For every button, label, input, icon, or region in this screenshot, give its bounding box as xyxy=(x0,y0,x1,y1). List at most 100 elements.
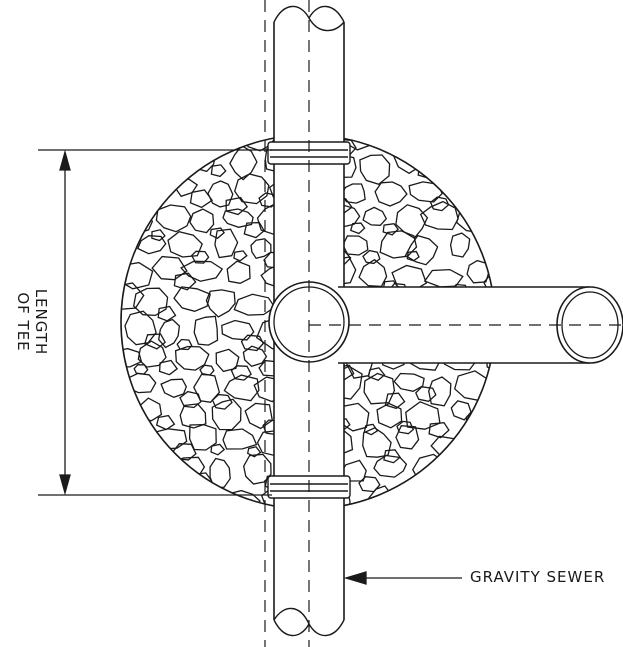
length-of-tee-dimension xyxy=(38,149,272,496)
gravity-sewer-leader xyxy=(343,571,462,585)
gravel-stone xyxy=(449,232,471,258)
gravel-stone xyxy=(221,319,255,341)
gravel-stone xyxy=(243,453,272,485)
gravel-stone-small xyxy=(240,334,265,352)
pipe-top-break xyxy=(273,5,345,32)
gravel-stone xyxy=(180,260,224,282)
length-of-tee-line2: OF TEE xyxy=(14,292,32,352)
gravel-stone xyxy=(188,423,217,451)
gravel-stone-small xyxy=(158,359,179,376)
length-of-tee-line1: LENGTH xyxy=(32,288,50,356)
gravel-stone xyxy=(359,154,391,186)
gravel-stone-small xyxy=(383,449,401,464)
gravel-stone-small xyxy=(176,338,193,351)
gravel-stone-small xyxy=(225,196,249,216)
gravel-stone-small xyxy=(210,443,226,456)
gravity-sewer-label: GRAVITY SEWER xyxy=(470,568,606,586)
gravel-stone xyxy=(392,148,425,175)
gravel-stone-small xyxy=(346,506,366,509)
gravel-stone-small xyxy=(415,386,437,403)
gravel-stone-small xyxy=(385,503,408,509)
gravel-stone-small xyxy=(362,249,381,265)
gravel-stone xyxy=(179,403,207,429)
gravel-stone xyxy=(173,286,211,312)
gravel-stone-small xyxy=(211,393,233,410)
gravel-stone-small xyxy=(157,305,177,322)
gravel-stone-small xyxy=(230,365,252,381)
gravel-stone-small xyxy=(429,196,450,212)
gravel-stone xyxy=(242,345,268,368)
gravel-stone xyxy=(121,261,154,290)
gravel-stone xyxy=(222,208,254,228)
gravel-stone xyxy=(233,293,276,316)
gravel-stone-small xyxy=(243,221,265,239)
gravel-stone xyxy=(342,235,369,256)
gravel-stone xyxy=(223,374,260,402)
gravel-stone xyxy=(376,402,403,429)
gravel-stone-small xyxy=(428,422,450,439)
gravel-stone-small xyxy=(210,164,227,178)
gravel-stone xyxy=(233,173,270,205)
gravel-stone xyxy=(222,428,258,450)
gravel-stone-small xyxy=(483,274,495,291)
gravel-stone xyxy=(250,238,272,260)
gravel-stone xyxy=(193,315,219,346)
gravel-stone xyxy=(215,348,240,373)
gravel-stone-small xyxy=(151,229,166,242)
gravel-stone xyxy=(423,268,464,288)
gravel-stone xyxy=(211,398,242,431)
gravel-stone-small xyxy=(144,333,167,350)
gravel-stone xyxy=(136,235,167,255)
gravel-stone xyxy=(358,258,388,288)
gravel-stone-small xyxy=(247,506,267,509)
gravel-stone-small xyxy=(179,390,202,409)
gravel-stone xyxy=(205,289,236,318)
gravel-stone-small xyxy=(189,189,214,209)
gravel-stone xyxy=(362,206,388,226)
gravel-stone xyxy=(167,230,203,258)
gravel-stone xyxy=(214,228,239,259)
gravel-stone xyxy=(395,204,429,239)
gravel-stone xyxy=(412,453,448,483)
gravel-stone xyxy=(121,347,143,368)
gravel-stone-small xyxy=(193,472,213,487)
gravel-stone xyxy=(428,376,452,407)
gravel-stone-small xyxy=(209,227,225,240)
gravel-stone xyxy=(226,260,251,284)
gravel-stone xyxy=(340,183,366,204)
gravel-stone xyxy=(450,400,472,421)
gravel-stone xyxy=(419,200,459,231)
gravel-stone xyxy=(244,402,274,430)
gravel-stone-small xyxy=(233,250,248,262)
gravel-stone xyxy=(374,181,408,207)
gravel-stone xyxy=(362,427,392,458)
gravel-stone-small xyxy=(155,414,176,431)
gravel-stone xyxy=(363,372,396,405)
gravel-stone-small xyxy=(246,446,262,458)
gravel-stone-small xyxy=(367,367,386,381)
gravel-stone xyxy=(408,181,443,203)
gravel-stone xyxy=(160,378,188,399)
gravel-stone-small xyxy=(382,223,399,236)
gravel-stone-small xyxy=(406,250,420,262)
gravel-stone-small xyxy=(349,222,366,235)
gravel-stone xyxy=(132,287,169,317)
gravel-stone xyxy=(193,372,221,403)
pipe-centerlines xyxy=(264,0,623,647)
gravel-stone-small xyxy=(190,250,210,264)
gravel-stone xyxy=(379,230,418,259)
gravel-stone xyxy=(373,454,408,478)
gravel-stone xyxy=(151,255,188,281)
gravel-stone xyxy=(404,234,439,266)
gravel-stone xyxy=(155,204,192,233)
gravel-stone-small xyxy=(452,450,472,467)
gravel-stone-small xyxy=(363,423,379,436)
gravel-stone xyxy=(455,205,489,234)
gravel-stone xyxy=(393,372,425,392)
gravel-stone xyxy=(189,208,215,234)
gravel-stone xyxy=(229,144,258,181)
gravel-stone xyxy=(341,135,377,151)
gravel-stone-small xyxy=(479,225,495,241)
length-of-tee-label: LENGTH OF TEE xyxy=(14,262,50,382)
gravel-stone-small xyxy=(435,472,457,489)
